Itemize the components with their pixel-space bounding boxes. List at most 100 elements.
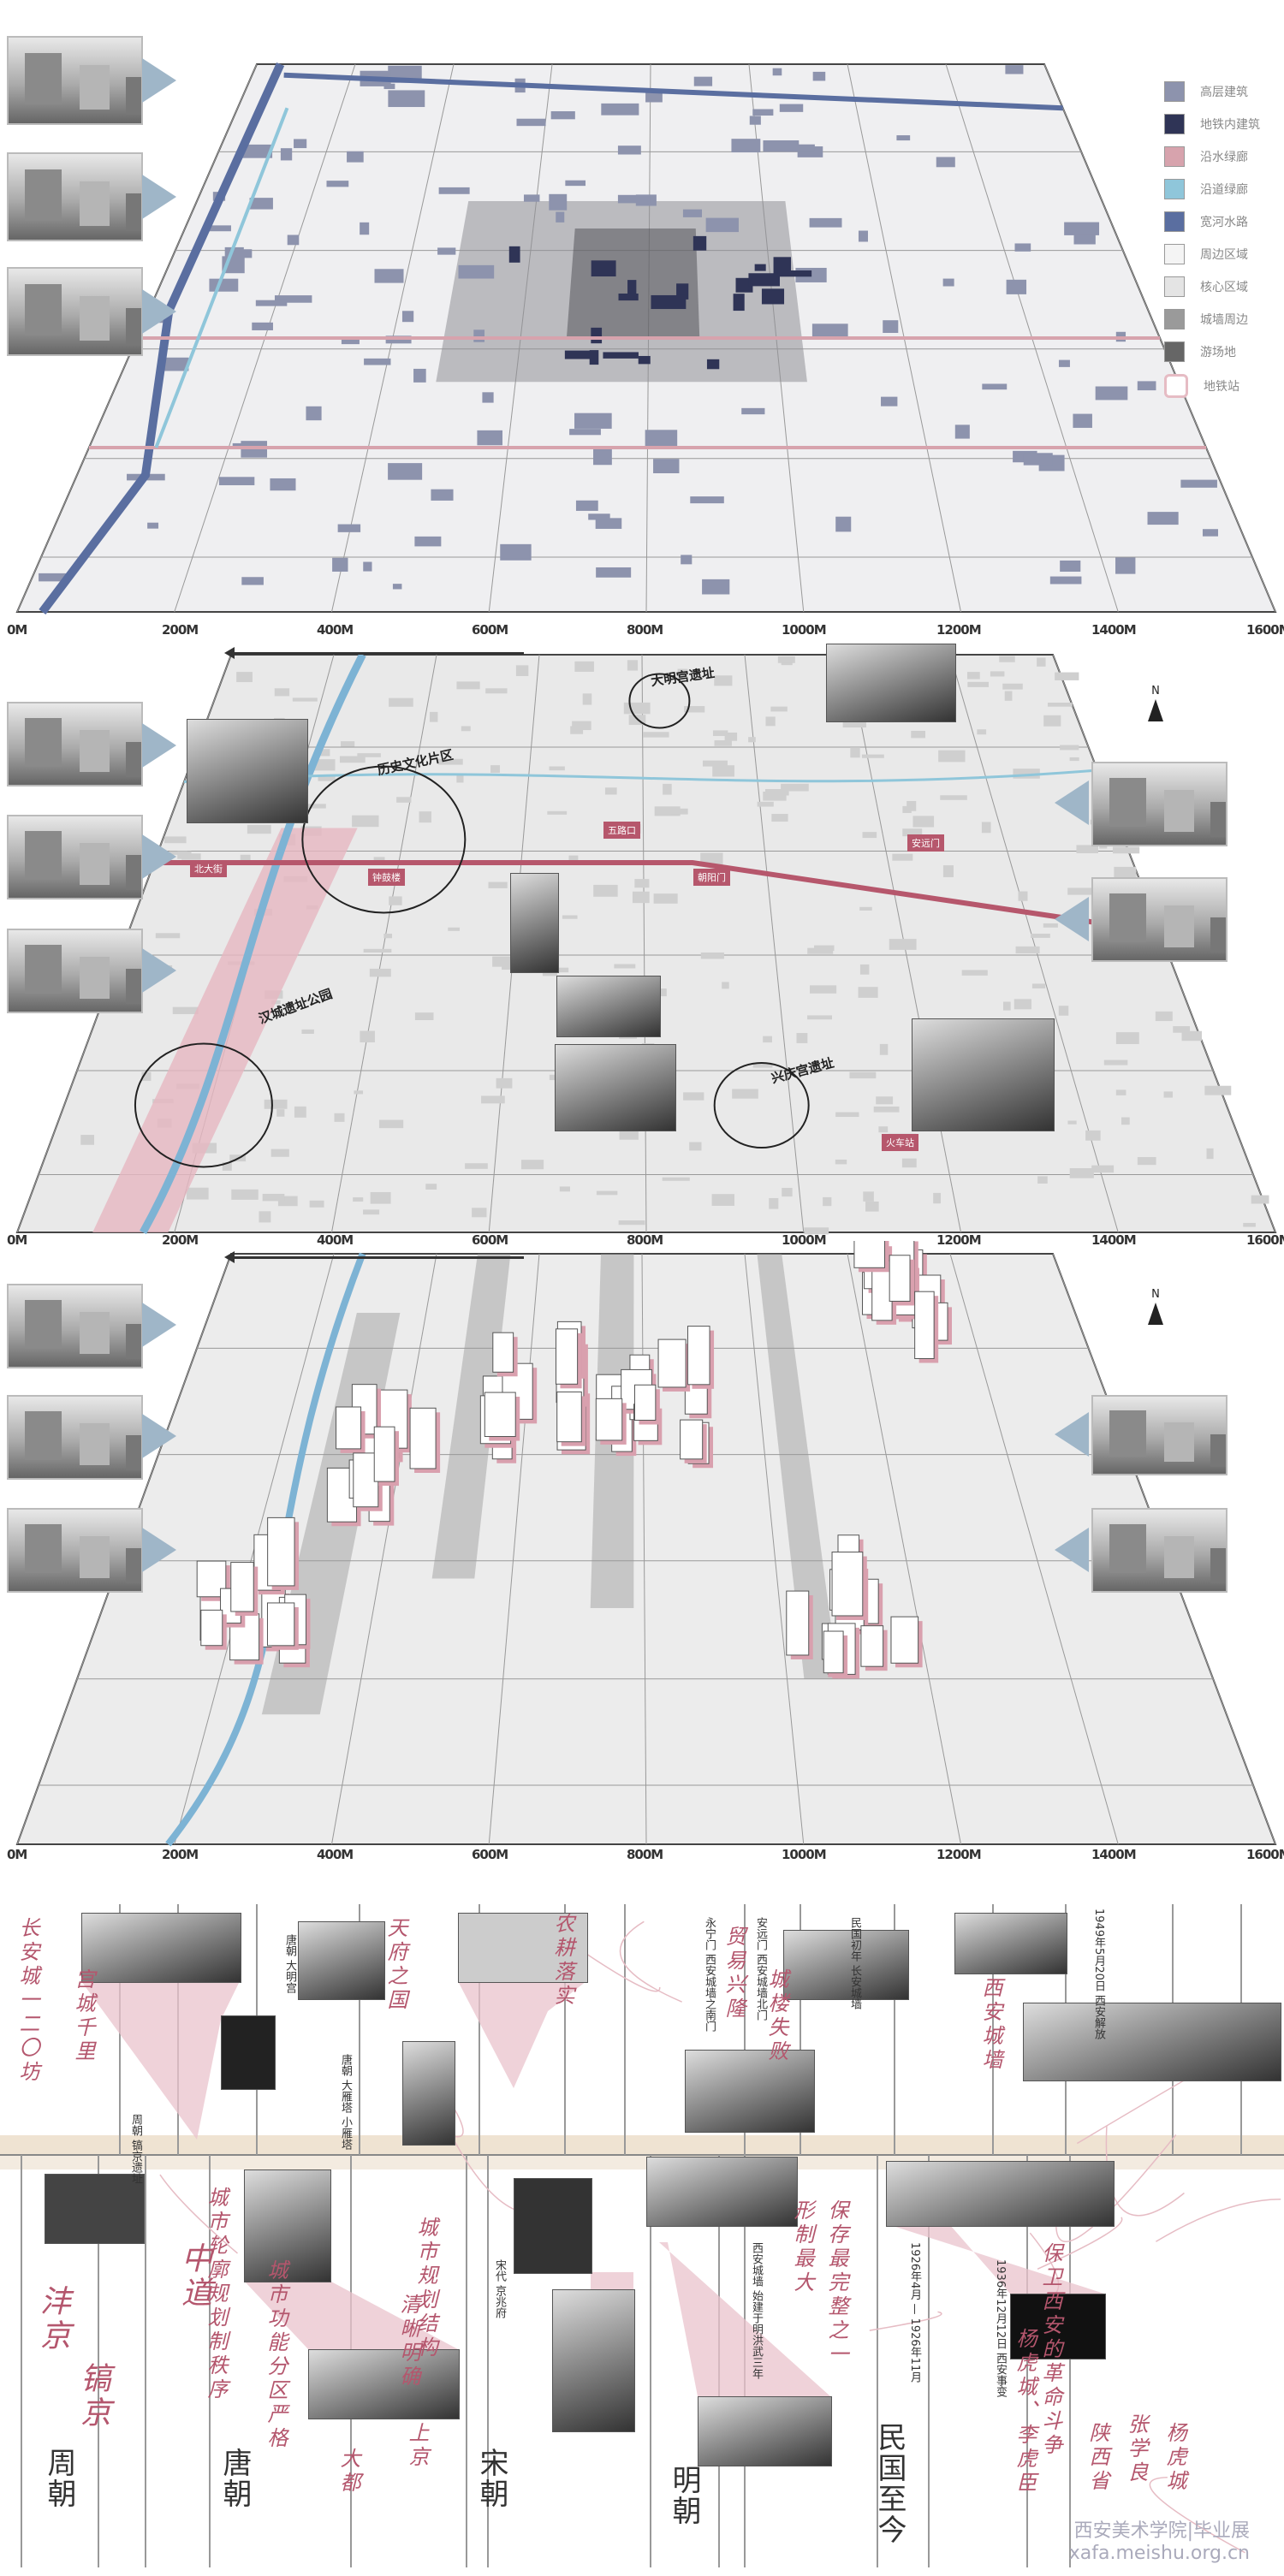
urban-fabric: [684, 706, 705, 713]
building-volume: [267, 1517, 295, 1587]
urban-fabric: [1163, 1091, 1173, 1098]
building-footprint: [414, 536, 442, 547]
calligraphy-text: 陕西省: [1085, 2422, 1109, 2494]
urban-fabric: [933, 1192, 941, 1204]
legend-item: 核心区域: [1164, 276, 1248, 297]
calligraphy-text: 张学良: [1124, 2413, 1148, 2485]
building-footprint: [388, 463, 423, 480]
urban-fabric: [520, 1160, 544, 1170]
green-corridor: [154, 107, 289, 448]
urban-fabric: [683, 1092, 704, 1101]
photo-pointer: [142, 723, 176, 768]
building-footprint: [595, 518, 622, 529]
urban-fabric: [902, 828, 923, 837]
building-volume: [680, 1419, 704, 1460]
map-trace: [619, 1920, 682, 2003]
photo-pointer: [142, 58, 176, 103]
projection-wedge: [890, 2225, 1104, 2294]
urban-fabric: [907, 800, 917, 811]
urban-fabric: [389, 896, 402, 905]
urban-fabric: [259, 1211, 271, 1223]
grid-line: [488, 1253, 540, 1845]
building-footprint: [748, 273, 780, 287]
building-volume: [230, 1562, 254, 1612]
building-footprint: [954, 424, 970, 439]
urban-fabric: [1043, 923, 1058, 928]
landmark-photo: [826, 644, 956, 722]
urban-fabric: [990, 671, 1005, 677]
street-photo: [7, 1284, 143, 1368]
city-wall-photo: [886, 2161, 1115, 2227]
urban-fabric: [757, 801, 774, 807]
building-footprint: [413, 368, 426, 383]
legend-item: 地铁站: [1164, 374, 1239, 398]
urban-fabric: [781, 783, 809, 792]
photo-pointer: [142, 1414, 176, 1458]
grid-line: [744, 1253, 805, 1845]
urban-fabric: [1103, 1059, 1128, 1065]
building-volume: [860, 1625, 884, 1667]
building-footprint: [1023, 453, 1053, 466]
scale-label: 1400M: [1091, 622, 1137, 638]
urban-fabric: [722, 982, 729, 989]
urban-fabric: [1251, 1195, 1269, 1204]
street-photo: [7, 702, 143, 786]
building-footprint: [693, 235, 707, 251]
urban-fabric: [414, 1012, 434, 1020]
scale-label: 200M: [162, 622, 199, 638]
urban-fabric: [341, 741, 355, 747]
scale-label: 1200M: [936, 1847, 982, 1862]
watermark-url: xafa.meishu.org.cn: [1068, 2543, 1250, 2564]
urban-fabric: [714, 675, 733, 686]
building-footprint: [881, 396, 898, 407]
urban-fabric: [264, 1099, 288, 1109]
projection-wedge: [659, 2242, 830, 2396]
building-footprint: [401, 311, 414, 323]
urban-fabric: [977, 729, 987, 735]
legend-swatch: [1164, 146, 1185, 167]
scale-label: 400M: [317, 622, 354, 638]
timeline-note: 民国初年 长安城墙: [848, 1917, 861, 2010]
building-footprint: [1006, 279, 1027, 294]
urban-fabric: [1037, 1176, 1048, 1184]
north-arrow: N: [1143, 1288, 1168, 1327]
scale-label: 0M: [7, 622, 27, 638]
building-footprint: [516, 118, 546, 127]
urban-fabric: [360, 1030, 375, 1042]
map-tag: 朝阳门: [693, 869, 730, 886]
legend-swatch: [1164, 179, 1185, 199]
map-plane-building-volumes: [15, 1241, 1277, 1847]
street-photo: [1091, 877, 1228, 962]
urban-fabric: [901, 1158, 917, 1168]
building-footprint: [733, 294, 745, 312]
urban-fabric: [155, 933, 181, 939]
urban-fabric: [627, 660, 639, 671]
urban-fabric: [515, 665, 529, 676]
building-footprint: [242, 144, 273, 158]
building-footprint: [1180, 479, 1217, 488]
urban-fabric: [765, 716, 776, 727]
urban-fabric: [863, 1191, 874, 1202]
urban-fabric: [274, 688, 290, 697]
urban-fabric: [940, 795, 967, 800]
hall-photo: [783, 1930, 909, 2000]
photo-pointer: [142, 834, 176, 879]
map-trace: [1105, 2125, 1185, 2217]
building-volume: [889, 1255, 911, 1302]
calligraphy-text: 城市规划结构: [413, 2217, 437, 2360]
urban-fabric: [320, 749, 330, 757]
building-footprint: [458, 264, 495, 279]
photo-pointer: [1055, 781, 1089, 825]
urban-fabric: [1018, 891, 1028, 901]
timeline-note: 周朝 镐京遗址: [129, 2114, 142, 2185]
urban-fabric: [842, 717, 866, 728]
photo-pointer: [142, 175, 176, 219]
painting-photo: [81, 1913, 241, 1983]
scale-label: 1000M: [782, 1232, 827, 1248]
building-footprint: [601, 103, 639, 116]
urban-fabric: [823, 1196, 832, 1207]
urban-fabric: [383, 933, 393, 939]
metro-icon: [1164, 374, 1188, 398]
building-footprint: [482, 392, 494, 403]
drum-tower-photo: [698, 2396, 832, 2466]
